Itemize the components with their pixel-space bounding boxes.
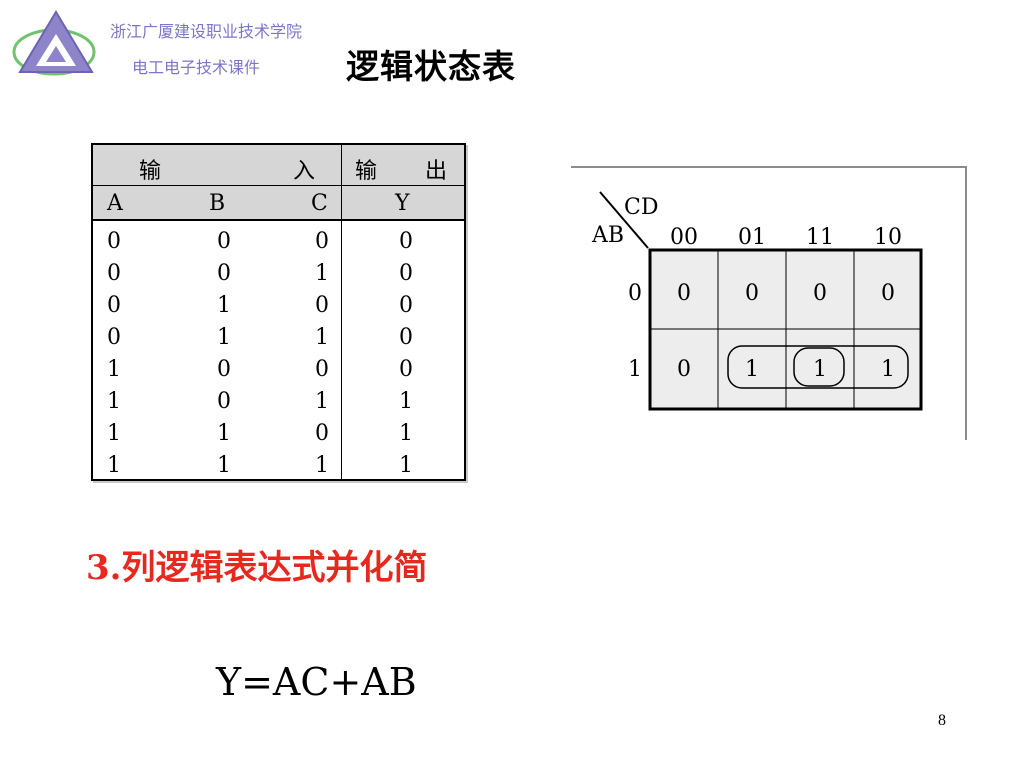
truth-table-divider — [341, 145, 342, 479]
table-cell: 1 — [399, 453, 413, 478]
kmap-col-var: CD — [624, 195, 658, 220]
table-cell: 0 — [399, 357, 413, 382]
kmap-cell: 0 — [677, 281, 691, 306]
page-number: 8 — [938, 712, 946, 729]
kmap-cell: 0 — [813, 281, 827, 306]
table-cell: 0 — [315, 357, 329, 382]
table-cell: 0 — [399, 229, 413, 254]
logic-formula: Y=AC+AB — [216, 660, 417, 704]
kmap-cell: 1 — [813, 357, 827, 382]
slide-title: 逻辑状态表 — [346, 47, 516, 86]
table-cell: 0 — [107, 325, 121, 350]
table-cell: 1 — [315, 453, 329, 478]
kmap-cell: 0 — [881, 281, 895, 306]
kmap-col-label: 10 — [874, 225, 902, 250]
output-header-left: 输 — [355, 159, 378, 184]
table-cell: 1 — [107, 421, 121, 446]
table-cell: 1 — [217, 453, 231, 478]
table-cell: 0 — [217, 357, 231, 382]
karnaugh-map: CD AB 00 01 11 10 0 1 0 0 0 0 0 1 1 1 — [591, 191, 923, 411]
course-name: 电工电子技术课件 — [132, 58, 261, 77]
kmap-cell: 1 — [881, 357, 895, 382]
table-cell: 0 — [217, 229, 231, 254]
column-header-c: C — [311, 191, 328, 216]
table-cell: 0 — [315, 421, 329, 446]
truth-table: 输 入 输 出 A B C Y 0 0 0 0 0 0 1 0 0 1 0 0 0 1 1 0 1 0 0 0 1 0 1 1… — [91, 143, 466, 481]
table-cell: 1 — [315, 389, 329, 414]
table-cell: 0 — [217, 389, 231, 414]
table-cell: 0 — [107, 229, 121, 254]
kmap-group-loop — [793, 347, 845, 387]
table-cell: 0 — [217, 261, 231, 286]
kmap-cell: 1 — [745, 357, 759, 382]
kmap-diagonal — [599, 191, 649, 249]
table-cell: 0 — [399, 261, 413, 286]
table-cell: 0 — [107, 261, 121, 286]
table-cell: 1 — [399, 421, 413, 446]
truth-table-column-header: A B C Y — [93, 186, 464, 221]
table-cell: 0 — [315, 229, 329, 254]
table-cell: 0 — [315, 293, 329, 318]
output-header-right: 出 — [425, 159, 448, 184]
table-cell: 0 — [107, 293, 121, 318]
table-cell: 1 — [107, 389, 121, 414]
kmap-col-label: 00 — [670, 225, 698, 250]
kmap-cell: 0 — [677, 357, 691, 382]
table-cell: 0 — [399, 325, 413, 350]
college-logo-icon — [12, 10, 96, 76]
input-header-left: 输 — [139, 159, 162, 184]
table-cell: 1 — [217, 325, 231, 350]
karnaugh-map-frame — [571, 166, 967, 440]
table-cell: 1 — [107, 453, 121, 478]
table-cell: 1 — [399, 389, 413, 414]
input-header-right: 入 — [293, 159, 316, 184]
table-cell: 1 — [217, 421, 231, 446]
kmap-group-loop — [727, 345, 909, 389]
kmap-col-label: 01 — [738, 225, 766, 250]
kmap-row-var: AB — [591, 223, 624, 248]
kmap-row-label: 0 — [628, 281, 642, 306]
kmap-cell: 0 — [745, 281, 759, 306]
org-name: 浙江广厦建设职业技术学院 — [110, 22, 303, 41]
table-cell: 1 — [315, 325, 329, 350]
section-heading: 3.列逻辑表达式并化简 — [86, 548, 428, 588]
kmap-row-label: 1 — [628, 357, 642, 382]
column-header-y: Y — [395, 191, 410, 216]
kmap-col-label: 11 — [806, 225, 834, 250]
table-cell: 1 — [217, 293, 231, 318]
truth-table-group-header: 输 入 输 出 — [93, 145, 464, 186]
table-cell: 0 — [399, 293, 413, 318]
column-header-a: A — [107, 191, 123, 216]
table-cell: 1 — [107, 357, 121, 382]
table-cell: 1 — [315, 261, 329, 286]
column-header-b: B — [209, 191, 226, 216]
